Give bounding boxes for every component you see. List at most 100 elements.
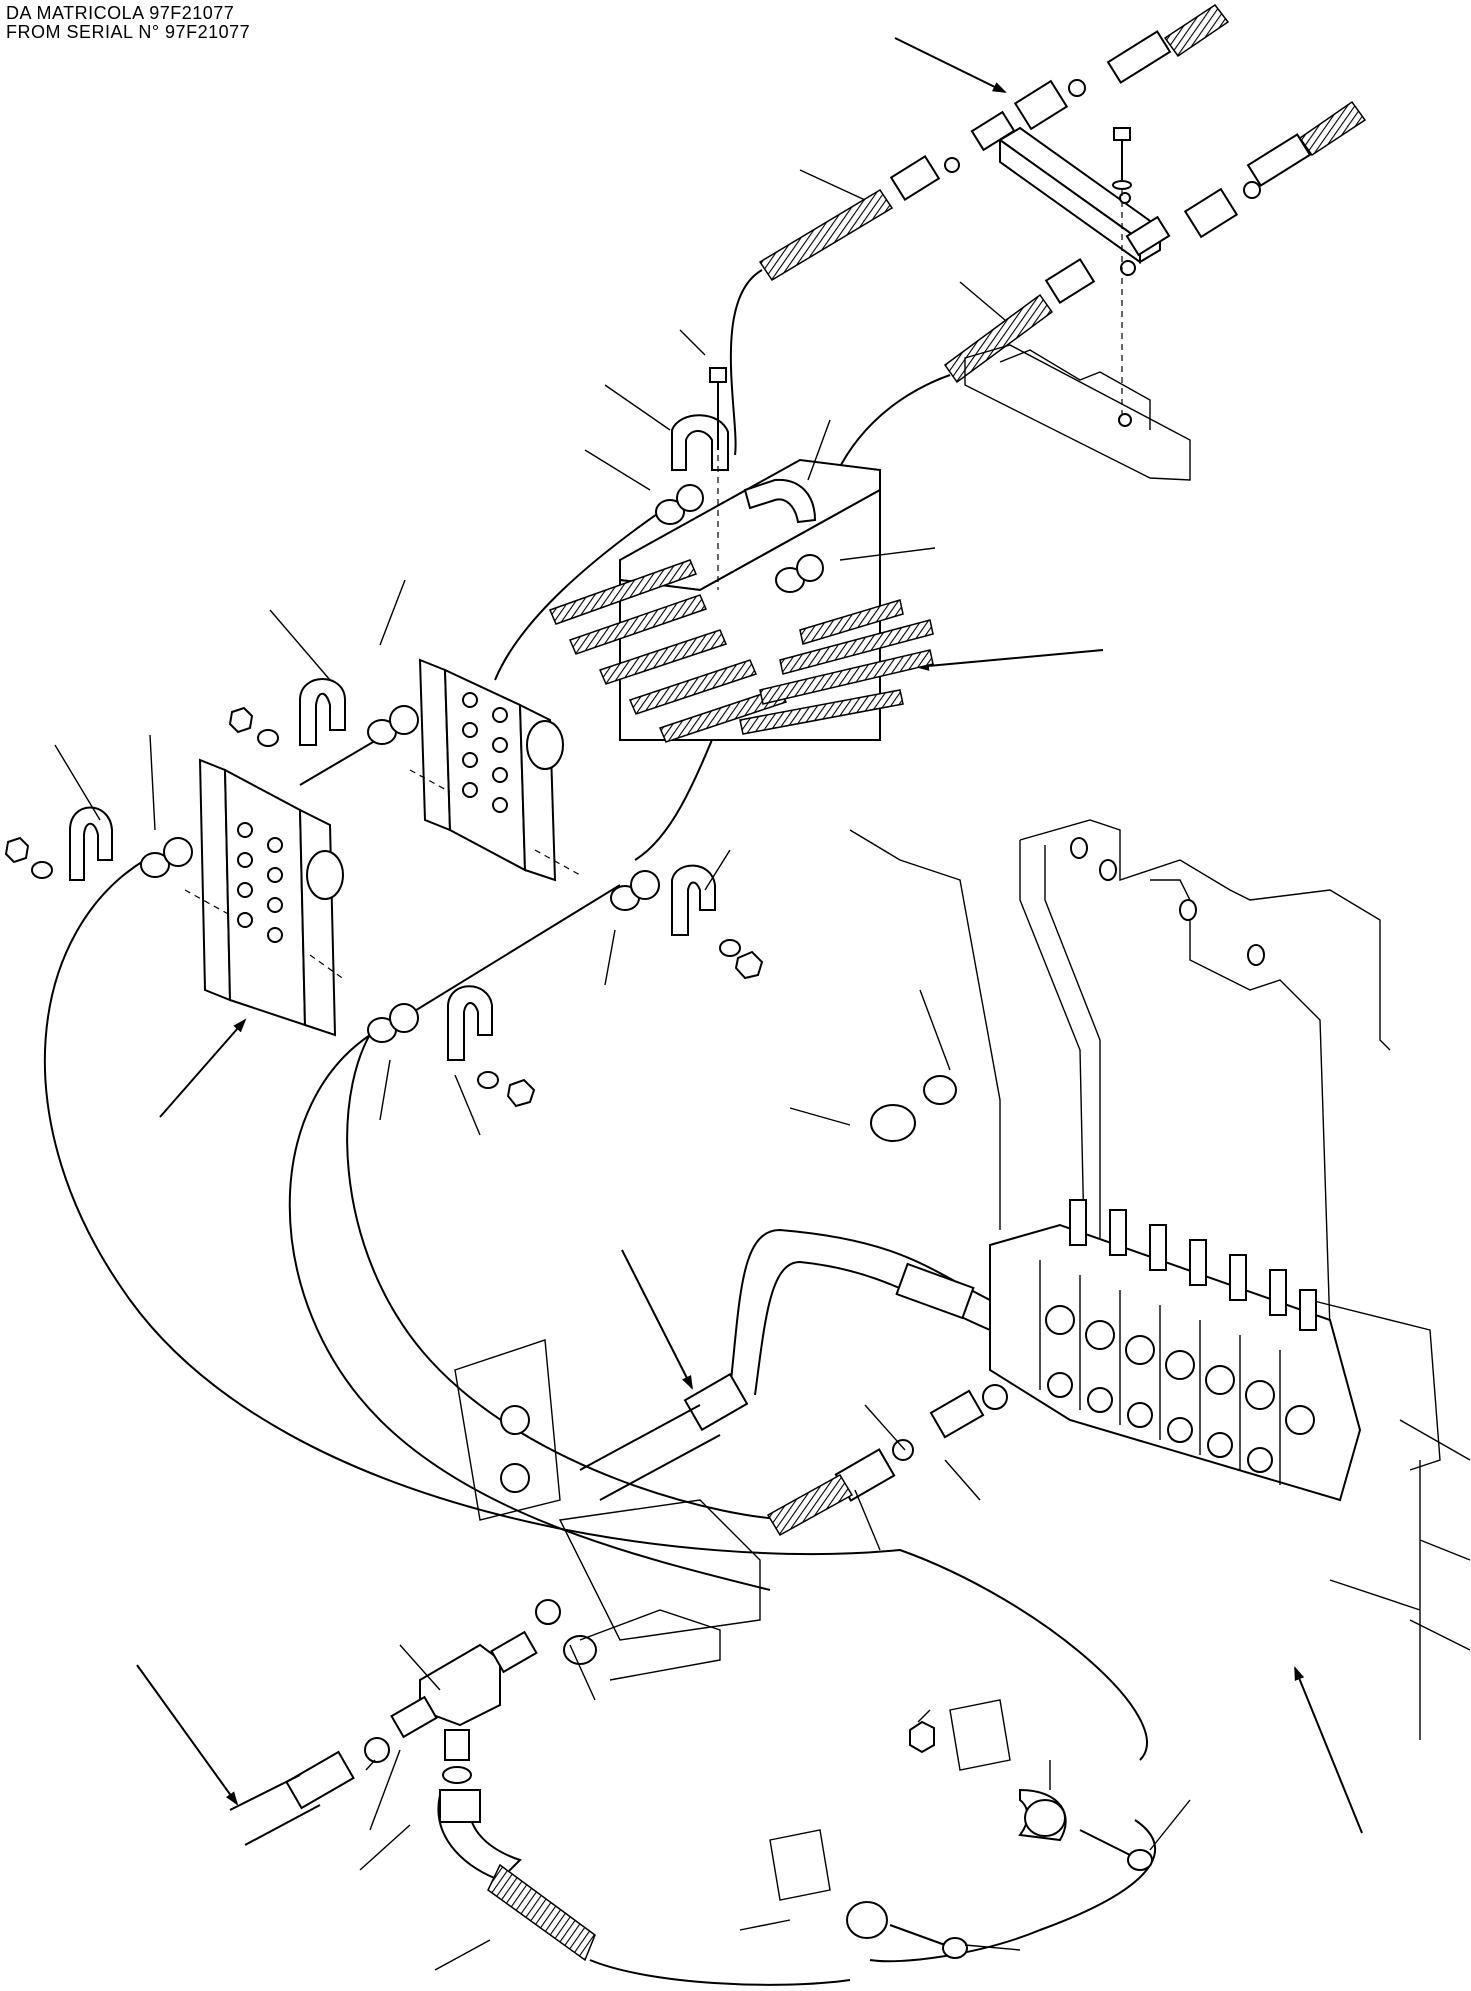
clamp-block-left xyxy=(4,758,346,1037)
mounting-hole xyxy=(1118,413,1132,427)
grommet xyxy=(676,484,704,512)
nut xyxy=(506,1078,536,1108)
frame-and-valve xyxy=(454,819,1471,1740)
elbow-fitting xyxy=(895,1262,975,1320)
bracket-plate xyxy=(454,1339,561,1521)
frame-outline xyxy=(1399,1419,1471,1651)
hose-line xyxy=(399,884,621,1021)
frame-hole xyxy=(1099,859,1117,881)
o-ring xyxy=(923,1075,957,1105)
leader-line xyxy=(54,169,1191,1971)
o-ring xyxy=(442,1766,472,1784)
hose-bundle xyxy=(548,559,934,743)
hose-routings xyxy=(43,269,1156,1986)
grommet xyxy=(389,1003,419,1033)
nut xyxy=(228,706,254,734)
arrow-pipe-fitting xyxy=(621,1249,693,1390)
bolt-head xyxy=(500,1463,530,1493)
hose-line xyxy=(729,269,763,456)
arrow-clamp-block xyxy=(159,1018,247,1118)
hose xyxy=(487,1863,596,1962)
saddle-clamp xyxy=(671,864,716,936)
grommet xyxy=(630,870,660,900)
hose-line xyxy=(43,859,1148,1761)
pipe xyxy=(579,1404,721,1501)
arrow-hose-bundle xyxy=(915,649,1104,671)
hose-fitting xyxy=(1106,30,1172,84)
saddle-clamp xyxy=(671,414,729,471)
mounting-plate xyxy=(1309,1299,1441,1471)
frame-hole xyxy=(1070,837,1088,859)
bracket-plate xyxy=(964,344,1191,481)
plug xyxy=(870,1104,916,1142)
bracket xyxy=(558,1499,761,1641)
bolt xyxy=(889,1924,946,1946)
bolt-boss xyxy=(526,720,564,770)
nut xyxy=(4,836,30,864)
bolt xyxy=(1079,1829,1131,1856)
grommet xyxy=(655,499,685,525)
o-ring xyxy=(1243,181,1261,199)
p-clamp xyxy=(1024,1799,1066,1837)
adapter xyxy=(444,1729,470,1761)
clamp-holes xyxy=(237,822,283,943)
p-clamp xyxy=(846,1901,888,1939)
nut xyxy=(909,1720,935,1754)
hose-fitting xyxy=(1246,133,1312,187)
washer xyxy=(1112,180,1132,190)
serial-note-line2: FROM SERIAL N° 97F21077 xyxy=(6,22,251,42)
serial-note-line1: DA MATRICOLA 97F21077 xyxy=(6,3,235,23)
hose-fitting xyxy=(1044,257,1096,305)
pipe xyxy=(729,1228,991,1391)
grommet xyxy=(389,705,419,735)
adapter xyxy=(970,110,1016,152)
grommet xyxy=(796,554,824,582)
bottom-fittings xyxy=(229,1599,596,1962)
clamp-holes xyxy=(462,692,508,813)
frame-hole xyxy=(1247,944,1265,966)
clamp-block-middle xyxy=(228,658,581,882)
bolt-head xyxy=(500,1405,530,1435)
hose-line xyxy=(346,1019,801,1521)
washer xyxy=(257,729,279,747)
adapter xyxy=(390,1695,438,1739)
stud xyxy=(409,769,451,793)
hose xyxy=(1163,3,1230,58)
pointer-arrows xyxy=(136,37,1363,1834)
hose-line xyxy=(869,1819,1156,1963)
clamp-plate xyxy=(223,768,307,1027)
nut xyxy=(1013,79,1069,131)
saddle-clamp xyxy=(447,985,493,1061)
bottom-right-clamps xyxy=(769,1699,1153,1959)
valve-sections xyxy=(1039,1260,1281,1485)
junction-block xyxy=(563,1635,597,1665)
hose-fitting xyxy=(285,1750,355,1810)
bolt-boss xyxy=(306,850,344,900)
washer xyxy=(31,861,53,879)
bracket-plate xyxy=(769,1829,831,1901)
nut xyxy=(1183,187,1239,239)
frame-outline xyxy=(1044,845,1101,1290)
nut xyxy=(734,950,764,980)
bracket-plate-detail xyxy=(999,349,1151,430)
hose-fitting xyxy=(889,154,941,202)
arrow-junction-block xyxy=(894,37,1007,93)
washer xyxy=(477,1071,499,1089)
saddle-clamp xyxy=(69,806,113,881)
grommet xyxy=(163,837,193,867)
o-ring xyxy=(944,157,960,173)
hose-line xyxy=(299,734,386,786)
leader-lines xyxy=(54,169,1191,1971)
hose-line xyxy=(494,504,671,681)
junction-block-assembly xyxy=(758,3,1367,481)
arrow-supply-hose xyxy=(136,1664,239,1806)
bolt-head xyxy=(709,367,727,383)
hose-line xyxy=(288,1029,771,1591)
frame-outline xyxy=(1329,1460,1421,1740)
hose xyxy=(758,188,894,282)
valve-spools xyxy=(1069,1199,1317,1331)
frame-hole xyxy=(1179,899,1197,921)
valve-ports xyxy=(1045,1305,1315,1473)
grommet xyxy=(140,852,170,878)
